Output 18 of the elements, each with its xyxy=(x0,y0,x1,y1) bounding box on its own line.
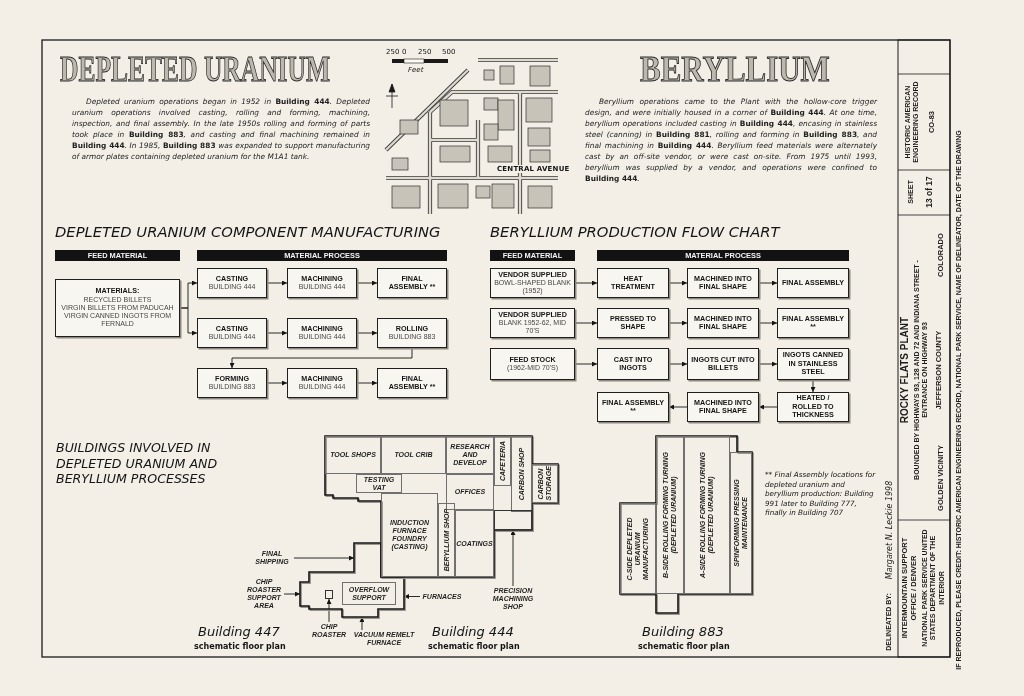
plan-caption: Building 447 xyxy=(198,624,280,639)
plan-caption: Building 883 xyxy=(642,624,724,639)
plan-subcaption: schematic floor plan xyxy=(638,642,730,651)
section-heading: BERYLLIUM PRODUCTION FLOW CHART xyxy=(490,224,780,241)
building-floor-plan xyxy=(325,436,558,577)
section-heading: BUILDINGS INVOLVED IN DEPLETED URANIUM AND BERYLLIUM PROCESSES xyxy=(56,440,219,487)
decorative-title: BERYLLIUM xyxy=(640,50,830,88)
decorative-title: DEPLETED URANIUM xyxy=(60,50,330,88)
section-heading: DEPLETED URANIUM COMPONENT MANUFACTURING xyxy=(55,224,441,241)
room xyxy=(494,510,532,530)
equipment-square xyxy=(325,590,333,599)
title-block-text: 13 of 17 xyxy=(923,176,935,208)
plan-caption: Building 444 xyxy=(432,624,514,639)
title-block-text: ROCKY FLATS PLANT xyxy=(899,316,911,424)
plan-subcaption: schematic floor plan xyxy=(194,642,286,651)
delineator-signature: Margaret N. Leckie 1998 xyxy=(884,480,894,580)
plan-subcaption: schematic floor plan xyxy=(428,642,520,651)
building-floor-plan xyxy=(620,436,752,613)
